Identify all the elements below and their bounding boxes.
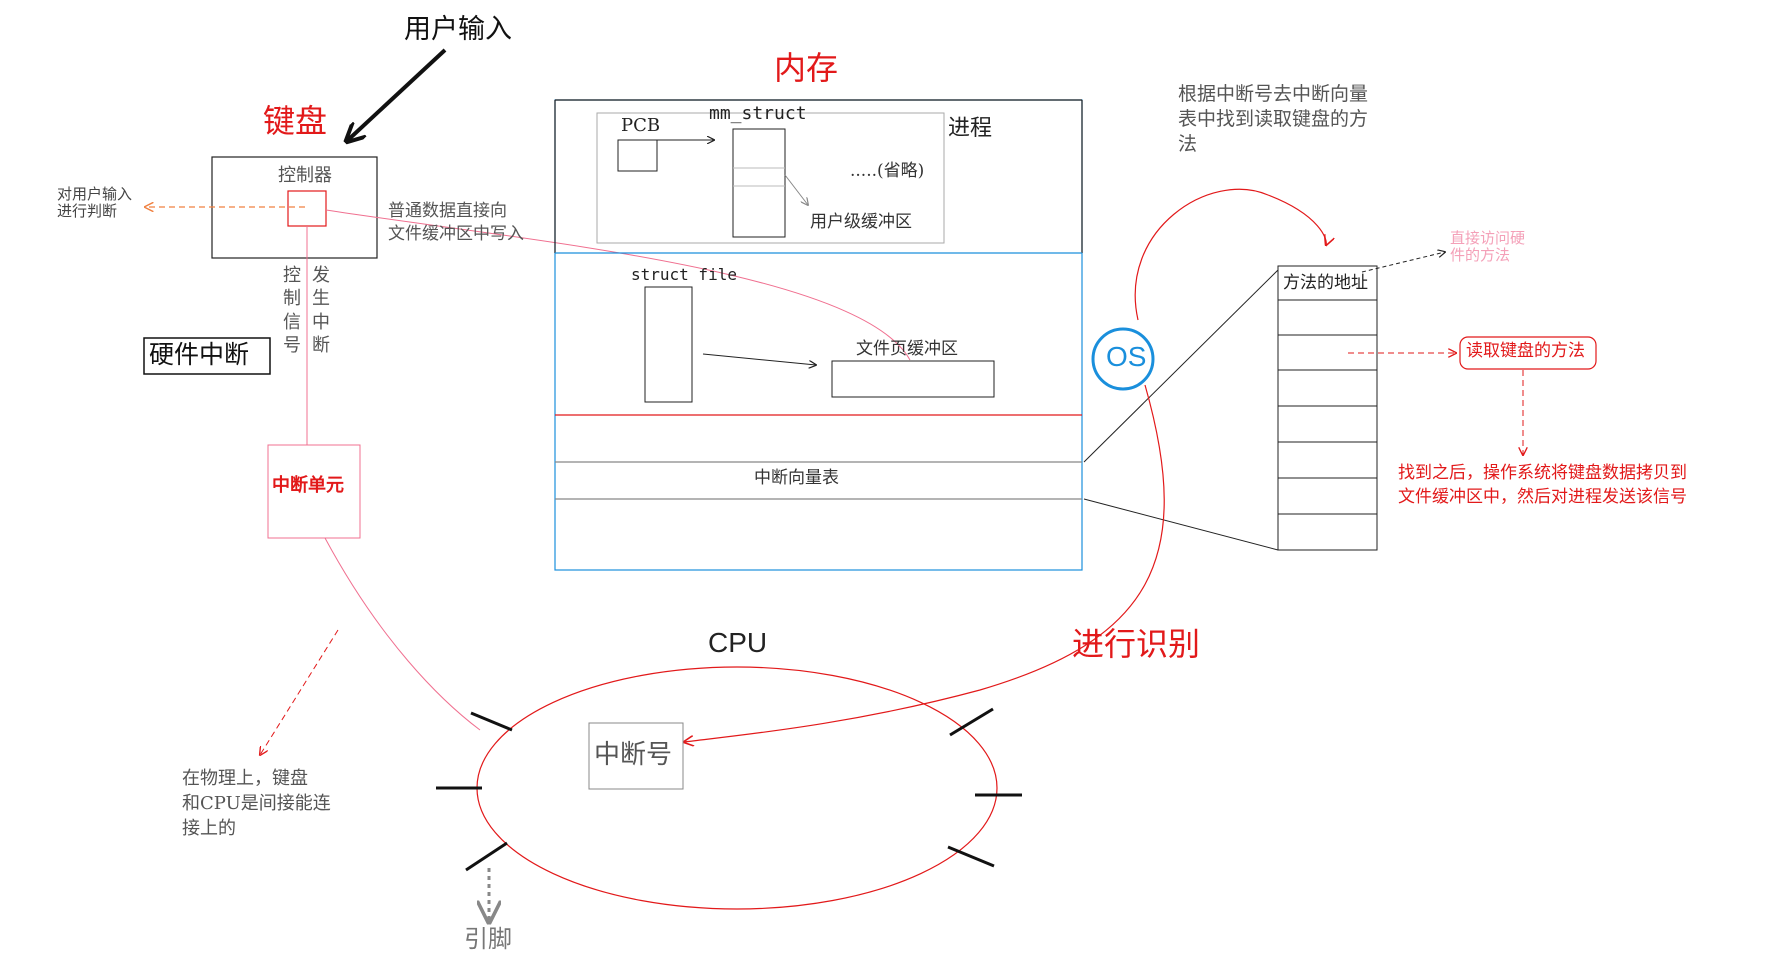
cpu-label: CPU bbox=[708, 627, 768, 658]
read-keyboard-box bbox=[1459, 336, 1597, 370]
mm-struct-box bbox=[732, 128, 786, 238]
pin-label: 引脚 bbox=[464, 925, 512, 953]
pcb-box bbox=[617, 139, 658, 172]
user-input-arrow bbox=[348, 48, 447, 140]
interrupt-unit-box bbox=[267, 444, 361, 539]
controller-to-buffer-line bbox=[325, 209, 911, 361]
cpu-ellipse bbox=[476, 666, 998, 910]
hardware-interrupt-label: 硬件中断 bbox=[149, 340, 250, 369]
user-input-label: 用户输入 bbox=[404, 14, 512, 45]
memory-label: 内存 bbox=[774, 49, 839, 87]
process-label: 进程 bbox=[948, 116, 993, 141]
physical-note: 在物理上，键盘 和CPU是间接能连 接上的 bbox=[182, 768, 331, 840]
normal-data-label: 普通数据直接向 文件缓冲区中写入 bbox=[388, 201, 524, 244]
os-to-vector-curve bbox=[1134, 188, 1326, 321]
user-buffer-label: 用户级缓冲区 bbox=[810, 212, 912, 232]
direct-access-arrow bbox=[1361, 252, 1445, 273]
vector-line-top bbox=[1083, 269, 1279, 463]
pcb-label: PCB bbox=[621, 115, 661, 136]
file-page-buffer-label: 文件页缓冲区 bbox=[856, 339, 958, 359]
mm-struct-label: mm_struct bbox=[709, 103, 807, 124]
struct-file-label: struct file bbox=[631, 265, 737, 284]
direct-access-label: 直接访问硬 件的方法 bbox=[1450, 229, 1526, 265]
user-buffer-arrow bbox=[784, 174, 808, 205]
read-keyboard-label: 读取键盘的方法 bbox=[1466, 341, 1585, 361]
physical-arrow bbox=[260, 629, 339, 755]
judge-input-label: 对用户输入 进行判断 bbox=[57, 185, 133, 221]
file-page-buffer-box bbox=[831, 360, 995, 398]
controller-label: 控制器 bbox=[278, 165, 332, 186]
struct-file-arrow bbox=[702, 353, 816, 365]
os-to-cpu-curve bbox=[684, 384, 1165, 742]
os-circle[interactable] bbox=[1091, 327, 1155, 391]
control-signal-label: 控 制 信 号 bbox=[283, 265, 301, 357]
os-label[interactable]: OS bbox=[1106, 341, 1147, 372]
after-found-note: 找到之后，操作系统将键盘数据拷贝到 文件缓冲区中，然后对进程发送该信号 bbox=[1398, 463, 1687, 507]
interrupt-unit-label: 中断单元 bbox=[272, 475, 344, 496]
vector-table bbox=[1277, 265, 1378, 551]
hardware-interrupt-box bbox=[143, 337, 271, 375]
vector-line-bottom bbox=[1083, 498, 1279, 551]
interrupt-occurs-label: 发 生 中 断 bbox=[312, 265, 330, 357]
omitted-label: .....(省略) bbox=[850, 161, 925, 181]
lookup-note: 根据中断号去中断向量 表中找到读取键盘的方 法 bbox=[1178, 83, 1369, 156]
cpu-pins bbox=[436, 707, 1022, 872]
process-inner-box bbox=[596, 112, 945, 244]
interrupt-number-label: 中断号 bbox=[594, 740, 673, 770]
controller-box bbox=[287, 190, 327, 227]
keyboard-label: 键盘 bbox=[263, 102, 328, 140]
interrupt-to-cpu-line bbox=[324, 537, 481, 731]
interrupt-number-box bbox=[588, 722, 684, 790]
method-address-label: 方法的地址 bbox=[1283, 273, 1368, 293]
identify-label: 进行识别 bbox=[1072, 625, 1201, 663]
struct-file-box bbox=[644, 286, 693, 403]
interrupt-vector-table-label: 中断向量表 bbox=[754, 468, 839, 488]
